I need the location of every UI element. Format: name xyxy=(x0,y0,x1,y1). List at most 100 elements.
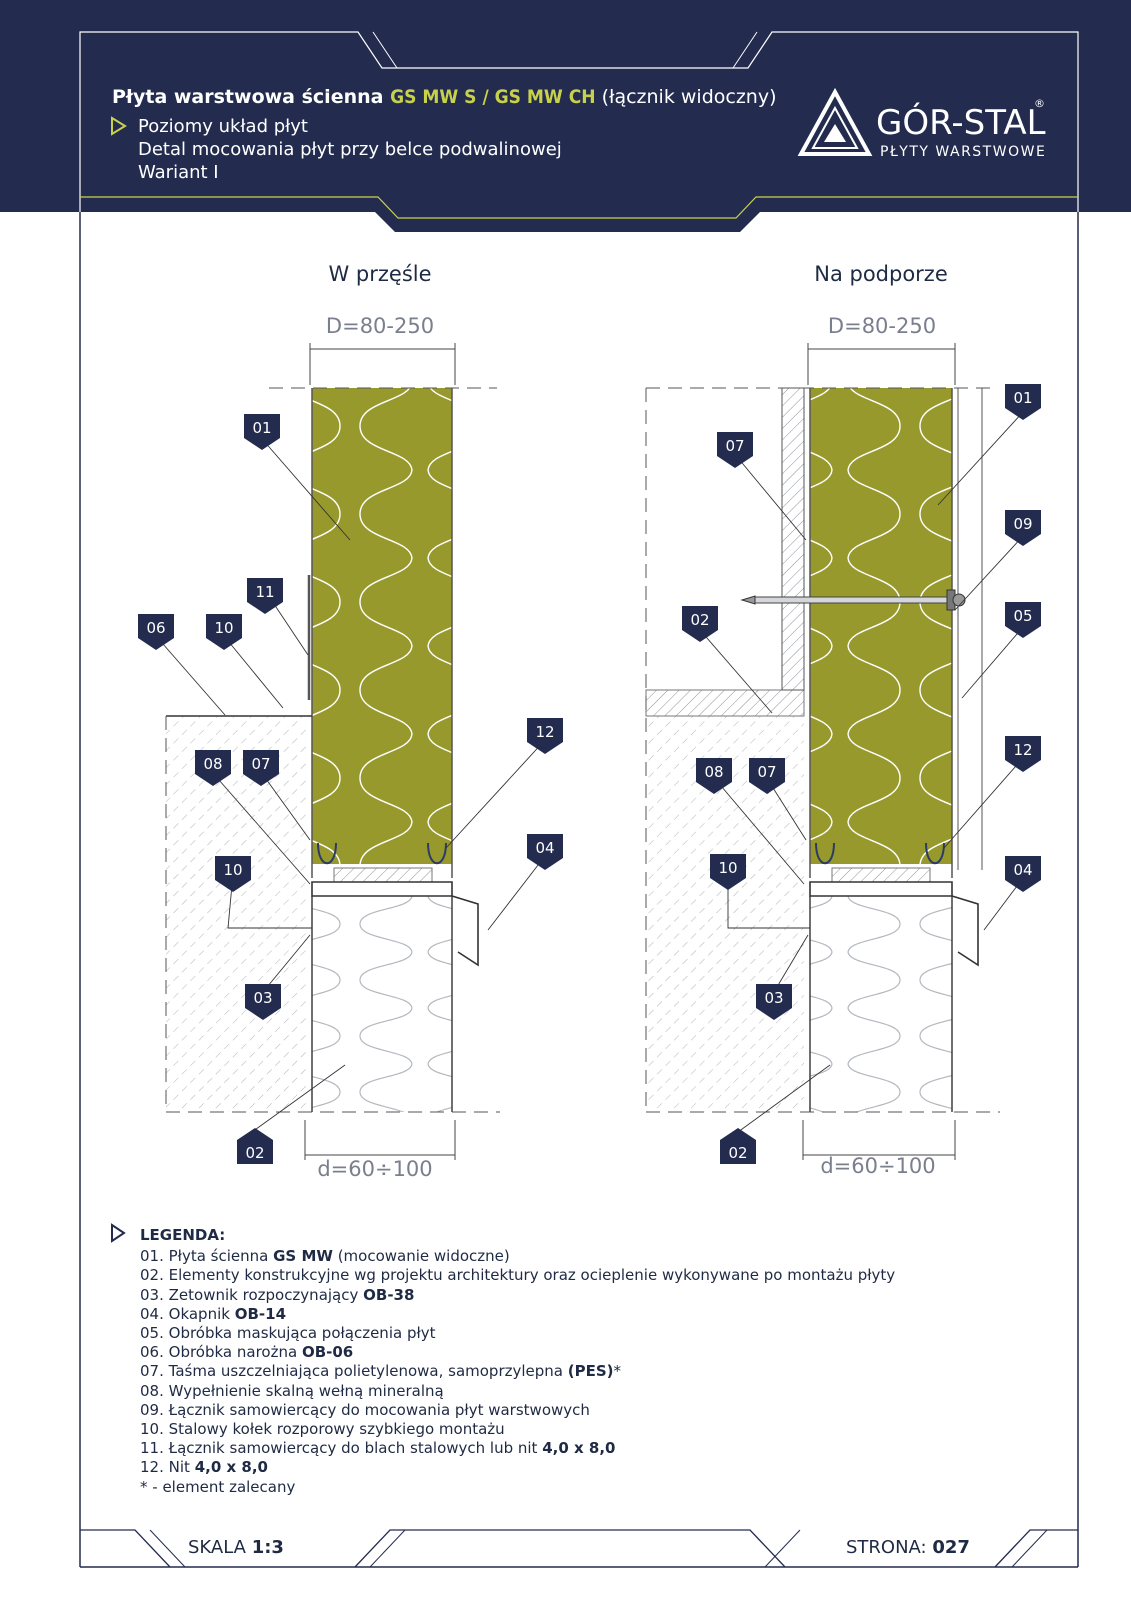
legend-item-number: 11. xyxy=(140,1439,164,1458)
tag-right-03: 03 xyxy=(756,984,792,1020)
tag-right-09: 09 xyxy=(1005,510,1041,546)
tag-right-04: 04 xyxy=(1005,856,1041,892)
legend-item-text: Wypełnienie skalną wełną mineralną xyxy=(168,1381,444,1400)
subtitle-3: Wariant I xyxy=(138,162,219,183)
dim-top-left: D=80-250 xyxy=(325,314,435,338)
legend-item-text: Obróbka narożna xyxy=(168,1343,302,1362)
svg-text:07: 07 xyxy=(251,755,270,773)
page-title: Płyta warstwowa ścienna GS MW S / GS MW … xyxy=(112,86,777,108)
svg-text:06: 06 xyxy=(146,619,165,637)
svg-text:03: 03 xyxy=(764,989,783,1007)
tag-right-07b: 07 xyxy=(749,758,785,794)
tag-left-01: 01 xyxy=(244,414,280,450)
legend-item-code: 4,0 x 8,0 xyxy=(542,1439,616,1458)
legend-item-number: 01. xyxy=(140,1247,164,1266)
dim-bottom-left: d=60÷100 xyxy=(317,1157,433,1181)
legend-item-text: Obróbka maskująca połączenia płyt xyxy=(168,1324,436,1343)
callout-tags: 01 11 06 10 08 07 10 03 02 12 04 01 07 0… xyxy=(138,384,1041,1164)
dim-top-right: D=80-250 xyxy=(827,314,937,338)
svg-text:11: 11 xyxy=(255,583,274,601)
legend: LEGENDA: 01. Płyta ścienna GS MW (mocowa… xyxy=(140,1226,895,1497)
svg-text:01: 01 xyxy=(252,419,271,437)
legend-item: 10. Stalowy kołek rozporowy szybkiego mo… xyxy=(140,1420,895,1439)
svg-text:07: 07 xyxy=(757,763,776,781)
tag-right-01: 01 xyxy=(1005,384,1041,420)
dim-bottom-right: d=60÷100 xyxy=(820,1154,936,1178)
tag-left-06: 06 xyxy=(138,614,174,650)
legend-item-number: 07. xyxy=(140,1362,164,1381)
page-frame xyxy=(79,212,1079,1568)
tag-left-12: 12 xyxy=(527,718,563,754)
svg-text:04: 04 xyxy=(535,839,554,857)
legend-item-number: 12. xyxy=(140,1458,164,1477)
tag-right-10: 10 xyxy=(710,854,746,890)
legend-item-number: 04. xyxy=(140,1304,164,1323)
legend-item-text: Płyta ścienna xyxy=(168,1247,274,1266)
svg-text:12: 12 xyxy=(1013,741,1032,759)
legend-item-code: GS MW xyxy=(273,1247,333,1266)
svg-text:04: 04 xyxy=(1013,861,1032,879)
legend-item-code: OB-38 xyxy=(363,1285,415,1304)
page-value: 027 xyxy=(932,1537,970,1558)
legend-item: 03. Zetownik rozpoczynający OB-38 xyxy=(140,1286,895,1305)
svg-text:10: 10 xyxy=(223,861,242,879)
legend-arrow-icon xyxy=(111,1223,126,1243)
svg-text:02: 02 xyxy=(690,611,709,629)
tag-left-11: 11 xyxy=(247,578,283,614)
legend-item: 07. Taśma uszczelniająca polietylenowa, … xyxy=(140,1362,895,1381)
svg-text:02: 02 xyxy=(245,1144,264,1162)
svg-text:08: 08 xyxy=(704,763,723,781)
view-title-left: W przęśle xyxy=(328,262,432,286)
tag-left-07: 07 xyxy=(243,750,279,786)
svg-text:09: 09 xyxy=(1013,515,1032,533)
legend-item: 05. Obróbka maskująca połączenia płyt xyxy=(140,1324,895,1343)
svg-text:10: 10 xyxy=(718,859,737,877)
self-drilling-screw-icon xyxy=(740,589,966,611)
legend-item: 09. Łącznik samowiercący do mocowania pł… xyxy=(140,1401,895,1420)
svg-text:07: 07 xyxy=(725,437,744,455)
legend-item: 02. Elementy konstrukcyjne wg projektu a… xyxy=(140,1266,895,1285)
section-right xyxy=(645,343,1024,1160)
legend-item-number: 05. xyxy=(140,1324,164,1343)
legend-item: 04. Okapnik OB-14 xyxy=(140,1305,895,1324)
legend-item-text: Łącznik samowiercący do blach stalowych … xyxy=(168,1439,543,1458)
footer-scale: SKALA 1:3 xyxy=(188,1537,284,1558)
section-left xyxy=(155,343,546,1160)
legend-title: LEGENDA: xyxy=(140,1226,226,1244)
legend-item-text: Zetownik rozpoczynający xyxy=(168,1285,364,1304)
legend-item-code: (PES) xyxy=(567,1362,614,1381)
tag-left-02: 02 xyxy=(237,1128,273,1164)
title-prefix: Płyta warstwowa ścienna xyxy=(112,86,391,108)
svg-text:02: 02 xyxy=(728,1144,747,1162)
svg-text:05: 05 xyxy=(1013,607,1032,625)
legend-item: 01. Płyta ścienna GS MW (mocowanie widoc… xyxy=(140,1247,895,1266)
legend-note: * - element zalecany xyxy=(140,1477,296,1496)
legend-item-text: Elementy konstrukcyjne wg projektu archi… xyxy=(168,1266,896,1285)
legend-item-number: 03. xyxy=(140,1285,164,1304)
subtitle-2: Detal mocowania płyt przy belce podwalin… xyxy=(138,139,562,160)
svg-text:03: 03 xyxy=(253,989,272,1007)
view-title-right: Na podporze xyxy=(814,262,948,286)
tag-right-05: 05 xyxy=(1005,602,1041,638)
scale-value: 1:3 xyxy=(251,1537,284,1558)
svg-text:10: 10 xyxy=(214,619,233,637)
legend-item-text: Nit xyxy=(168,1458,195,1477)
scale-label: SKALA xyxy=(188,1537,252,1558)
footer-page: STRONA: 027 xyxy=(846,1537,970,1558)
legend-items: 01. Płyta ścienna GS MW (mocowanie widoc… xyxy=(140,1247,895,1477)
tag-right-02b: 02 xyxy=(720,1128,756,1164)
header-band xyxy=(0,0,1131,232)
legend-item-text: Stalowy kołek rozporowy szybkiego montaż… xyxy=(168,1420,505,1439)
brand-registered-mark: ® xyxy=(1034,97,1045,110)
tag-left-10b: 10 xyxy=(215,856,251,892)
legend-item-text: Taśma uszczelniająca polietylenowa, samo… xyxy=(168,1362,568,1381)
legend-item-suffix: * xyxy=(613,1362,622,1381)
legend-item-code: 4,0 x 8,0 xyxy=(194,1458,268,1477)
svg-text:08: 08 xyxy=(203,755,222,773)
brand-logo-icon xyxy=(797,87,873,156)
legend-item-number: 06. xyxy=(140,1343,164,1362)
legend-item-suffix: (mocowanie widoczne) xyxy=(332,1247,510,1266)
tag-right-02a: 02 xyxy=(682,606,718,642)
legend-item-code: OB-06 xyxy=(301,1343,354,1362)
